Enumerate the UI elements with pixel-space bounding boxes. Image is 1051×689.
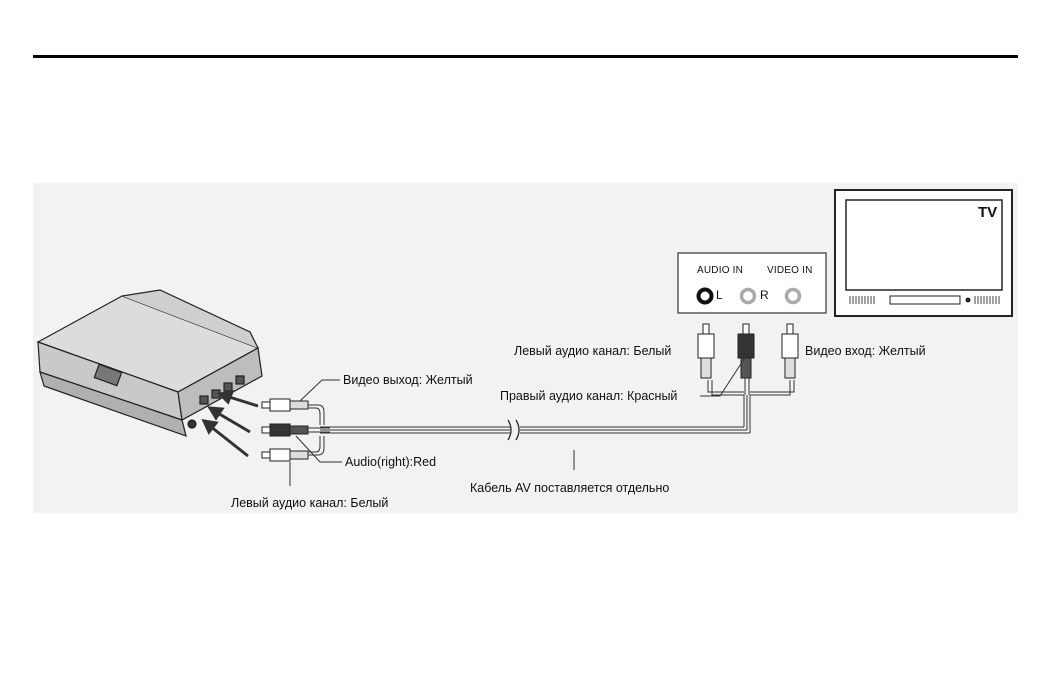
video-in-label: VIDEO IN <box>767 265 813 276</box>
label-video-in-tv: Видео вход: Желтый <box>805 344 926 358</box>
jack-right-letter: R <box>760 288 769 302</box>
label-video-out: Видео выход: Желтый <box>343 373 473 387</box>
jack-left-letter: L <box>716 288 723 302</box>
player-rca-plugs <box>262 399 308 461</box>
label-left-audio-player: Левый аудио канал: Белый <box>231 496 388 510</box>
label-right-audio-tv: Правый аудио канал: Красный <box>500 389 677 403</box>
tv-rca-plugs <box>698 324 798 378</box>
audio-in-label: AUDIO IN <box>697 265 743 276</box>
label-left-audio-tv: Левый аудио канал: Белый <box>514 344 671 358</box>
label-audio-right-player: Audio(right):Red <box>345 455 436 469</box>
tv-label: TV <box>978 204 997 221</box>
label-cable: Кабель AV поставляется отдельно <box>470 481 669 495</box>
tv-jack-panel <box>678 253 826 313</box>
dvd-player-illustration <box>38 290 262 436</box>
